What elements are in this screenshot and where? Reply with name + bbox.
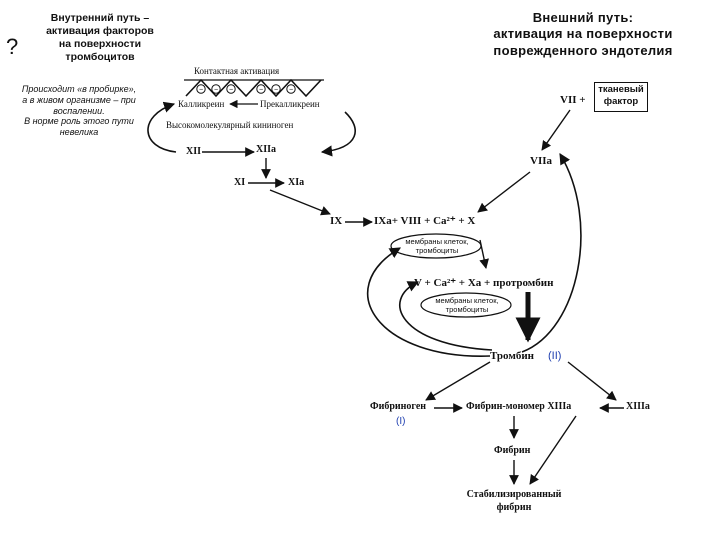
internal-pathway-header: Внутренний путь – активация факторов на … [26, 12, 174, 65]
tissue-factor-box: тканевый фактор [594, 82, 648, 112]
external-header-line: поврежденного эндотелия [493, 42, 673, 58]
note-line: невелика [59, 127, 99, 138]
thrombin-feedback-viii [367, 247, 491, 357]
svg-text:−: − [274, 87, 278, 94]
membranes-label-2: мембраны клеток, тромбоциты [426, 296, 508, 314]
thrombin-to-fibrinogen-arrow [425, 361, 491, 401]
fibrin-label: Фибрин [494, 445, 531, 456]
membranes-line: мембраны клеток, [405, 237, 469, 246]
contact-loop-left [147, 101, 177, 153]
xii-label: XII [186, 146, 202, 157]
contact-loop-right [320, 111, 356, 157]
stabilized-line: фибрин [496, 502, 532, 513]
vii-to-viia-arrow [541, 109, 571, 151]
in-vitro-note: Происходит «в пробирке», а в живом орган… [4, 84, 154, 138]
svg-text:−: − [229, 87, 233, 94]
xia-to-ix-arrow [269, 189, 331, 216]
membranes-line: тромбоциты [415, 245, 459, 255]
fibrinogen-label: Фибриноген [370, 401, 427, 412]
svg-text:−: − [199, 87, 203, 94]
tenase-complex-label: IXa+ VIII + Ca²⁺ + X [374, 215, 476, 227]
xiiia-to-stabilized-arrow [529, 415, 577, 485]
external-header-line: Внешний путь: [532, 10, 634, 25]
fibrin-monomer-label: Фибрин-мономер XIIIa [466, 401, 572, 412]
thrombin-to-xiii-arrow [567, 361, 617, 401]
kininogen-label: Высокомолекулярный кининоген [166, 120, 294, 130]
question-mark: ? [6, 34, 19, 59]
external-header-line: активация на поверхности [493, 26, 673, 42]
xia-label: XIa [288, 177, 305, 188]
note-line: воспалении. [53, 105, 105, 116]
stabilized-fibrin-label: Стабилизированный фибрин [452, 488, 576, 514]
svg-text:−: − [289, 87, 293, 94]
viia-to-ix-arrow [477, 171, 531, 213]
membranes-oval-1 [390, 233, 482, 259]
internal-header-line: Внутренний путь – [50, 12, 150, 24]
note-line: В норме роль этого пути [24, 116, 134, 127]
note-line: а в живом организме – при [22, 94, 136, 105]
note-line: Происходит «в пробирке», [21, 84, 137, 94]
membranes-label-1: мембраны клеток, тромбоциты [396, 237, 478, 255]
membranes-line: мембраны клеток, [435, 296, 499, 305]
fibrinogen-roman-label: (I) [396, 416, 406, 427]
ix-label: IX [330, 215, 343, 227]
external-pathway-header: Внешний путь: активация на поверхности п… [470, 10, 696, 59]
vii-label: VII + [560, 94, 586, 106]
svg-text:−: − [259, 87, 263, 94]
stabilized-line: Стабилизированный [466, 489, 562, 500]
svg-text:−: − [214, 87, 218, 94]
negative-charge-icons: − − − − − − [196, 84, 296, 94]
thrombin-feedback-viia [521, 153, 582, 353]
xiiia-label: XIIIa [626, 401, 650, 412]
xi-label: XI [234, 177, 246, 188]
membranes-line: тромбоциты [445, 304, 489, 314]
tissue-factor-line: фактор [603, 96, 639, 108]
internal-header-line: на поверхности [58, 38, 142, 51]
internal-header-line: тромбоцитов [65, 51, 135, 64]
membranes-oval-2 [420, 292, 512, 318]
contact-activation-title: Контактная активация [194, 66, 280, 76]
prekallikrein-label: Прекалликреин [260, 99, 320, 109]
thrombin-roman-label: (II) [548, 350, 562, 362]
xiia-label: XIIa [256, 144, 277, 155]
viia-label: VIIa [530, 155, 553, 167]
kallikrein-label: Калликреин [178, 99, 225, 109]
tissue-factor-line: тканевый [598, 84, 644, 95]
contact-surface-zigzag [185, 78, 322, 98]
thrombin-label: Тромбин [490, 350, 534, 362]
internal-header-line: активация факторов [46, 25, 154, 38]
prothrombinase-complex-label: V + Ca²⁺ + Xa + протромбин [414, 277, 554, 289]
thrombin-feedback-v [399, 281, 493, 351]
